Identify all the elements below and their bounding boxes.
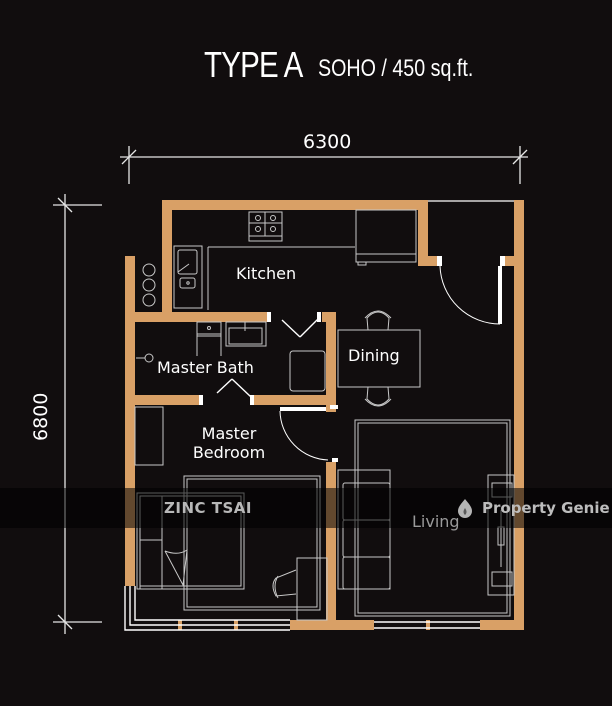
room-label-master-bedroom: Master Bedroom <box>186 424 272 462</box>
width-dimension-line <box>120 146 528 184</box>
room-label-living: Living <box>412 512 460 531</box>
walls <box>125 200 524 630</box>
entry-door <box>428 200 514 325</box>
dining-table <box>337 310 421 407</box>
bath-door <box>216 378 252 398</box>
watermark-zinc-tsai: ZINC TSAI <box>164 499 252 517</box>
bath-fixtures <box>136 321 326 392</box>
kitchen-bath-door <box>281 318 319 338</box>
width-dimension-label: 6300 <box>303 131 352 153</box>
height-dimension-line <box>53 194 102 634</box>
room-label-master-bedroom-line1: Master <box>201 424 257 443</box>
unit-subtitle: SOHO / 450 sq.ft. <box>318 55 474 82</box>
kitchen-fixtures <box>142 209 417 310</box>
room-label-dining: Dining <box>348 346 400 365</box>
windows <box>124 586 480 631</box>
door-jambs <box>199 256 505 462</box>
room-label-kitchen: Kitchen <box>236 264 297 283</box>
watermark-band <box>0 488 612 528</box>
height-dimension-label: 6800 <box>30 392 52 441</box>
room-label-master-bath: Master Bath <box>157 358 254 377</box>
plan-title: TYPE A SOHO / 450 sq.ft. <box>204 44 473 86</box>
bedroom-door <box>279 410 329 461</box>
flame-icon <box>458 499 472 518</box>
watermark-property-genie: Property Genie <box>482 499 610 517</box>
room-label-master-bedroom-line2: Bedroom <box>192 443 266 462</box>
unit-type: TYPE A <box>204 44 303 85</box>
